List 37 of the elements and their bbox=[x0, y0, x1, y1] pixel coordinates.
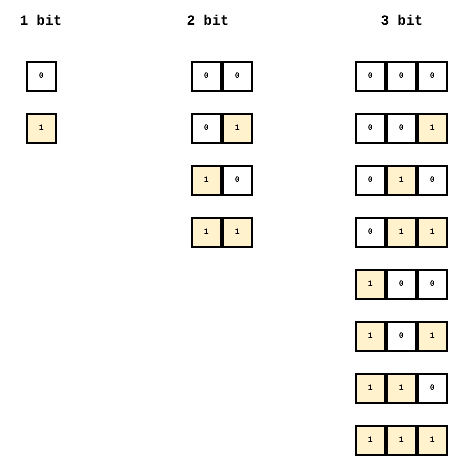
bit-cell: 0 bbox=[26, 61, 57, 92]
bit-cell: 0 bbox=[386, 269, 417, 300]
column-heading: 1 bit bbox=[20, 14, 62, 30]
bit-cell: 0 bbox=[191, 113, 222, 144]
bit-cell: 1 bbox=[191, 217, 222, 248]
bit-cell: 0 bbox=[386, 321, 417, 352]
bit-cell: 1 bbox=[355, 373, 386, 404]
bit-cell: 1 bbox=[355, 321, 386, 352]
column-heading: 3 bit bbox=[381, 14, 424, 30]
bit-cell: 0 bbox=[417, 269, 448, 300]
bit-cell: 1 bbox=[386, 165, 417, 196]
bit-cell: 1 bbox=[386, 217, 417, 248]
bit-cell: 1 bbox=[386, 425, 417, 456]
bit-cell: 0 bbox=[355, 61, 386, 92]
bit-cell: 0 bbox=[222, 61, 253, 92]
bit-cell: 0 bbox=[417, 373, 448, 404]
bit-cell: 0 bbox=[386, 61, 417, 92]
bit-cell: 0 bbox=[355, 113, 386, 144]
bit-cell: 0 bbox=[355, 165, 386, 196]
bit-cell: 0 bbox=[355, 217, 386, 248]
bit-cell: 1 bbox=[355, 269, 386, 300]
bit-cell: 1 bbox=[417, 321, 448, 352]
bit-cell: 0 bbox=[417, 165, 448, 196]
bit-cell: 1 bbox=[191, 165, 222, 196]
bit-cell: 0 bbox=[417, 61, 448, 92]
bit-cell: 0 bbox=[386, 113, 417, 144]
bit-cell: 0 bbox=[191, 61, 222, 92]
bit-cell: 1 bbox=[222, 217, 253, 248]
bit-cell: 1 bbox=[222, 113, 253, 144]
bit-cell: 1 bbox=[355, 425, 386, 456]
bit-cell: 0 bbox=[222, 165, 253, 196]
bit-cell: 1 bbox=[417, 425, 448, 456]
bit-cell: 1 bbox=[417, 113, 448, 144]
bit-cell: 1 bbox=[26, 113, 57, 144]
column-heading: 2 bit bbox=[187, 14, 230, 30]
bit-cell: 1 bbox=[386, 373, 417, 404]
bit-cell: 1 bbox=[417, 217, 448, 248]
